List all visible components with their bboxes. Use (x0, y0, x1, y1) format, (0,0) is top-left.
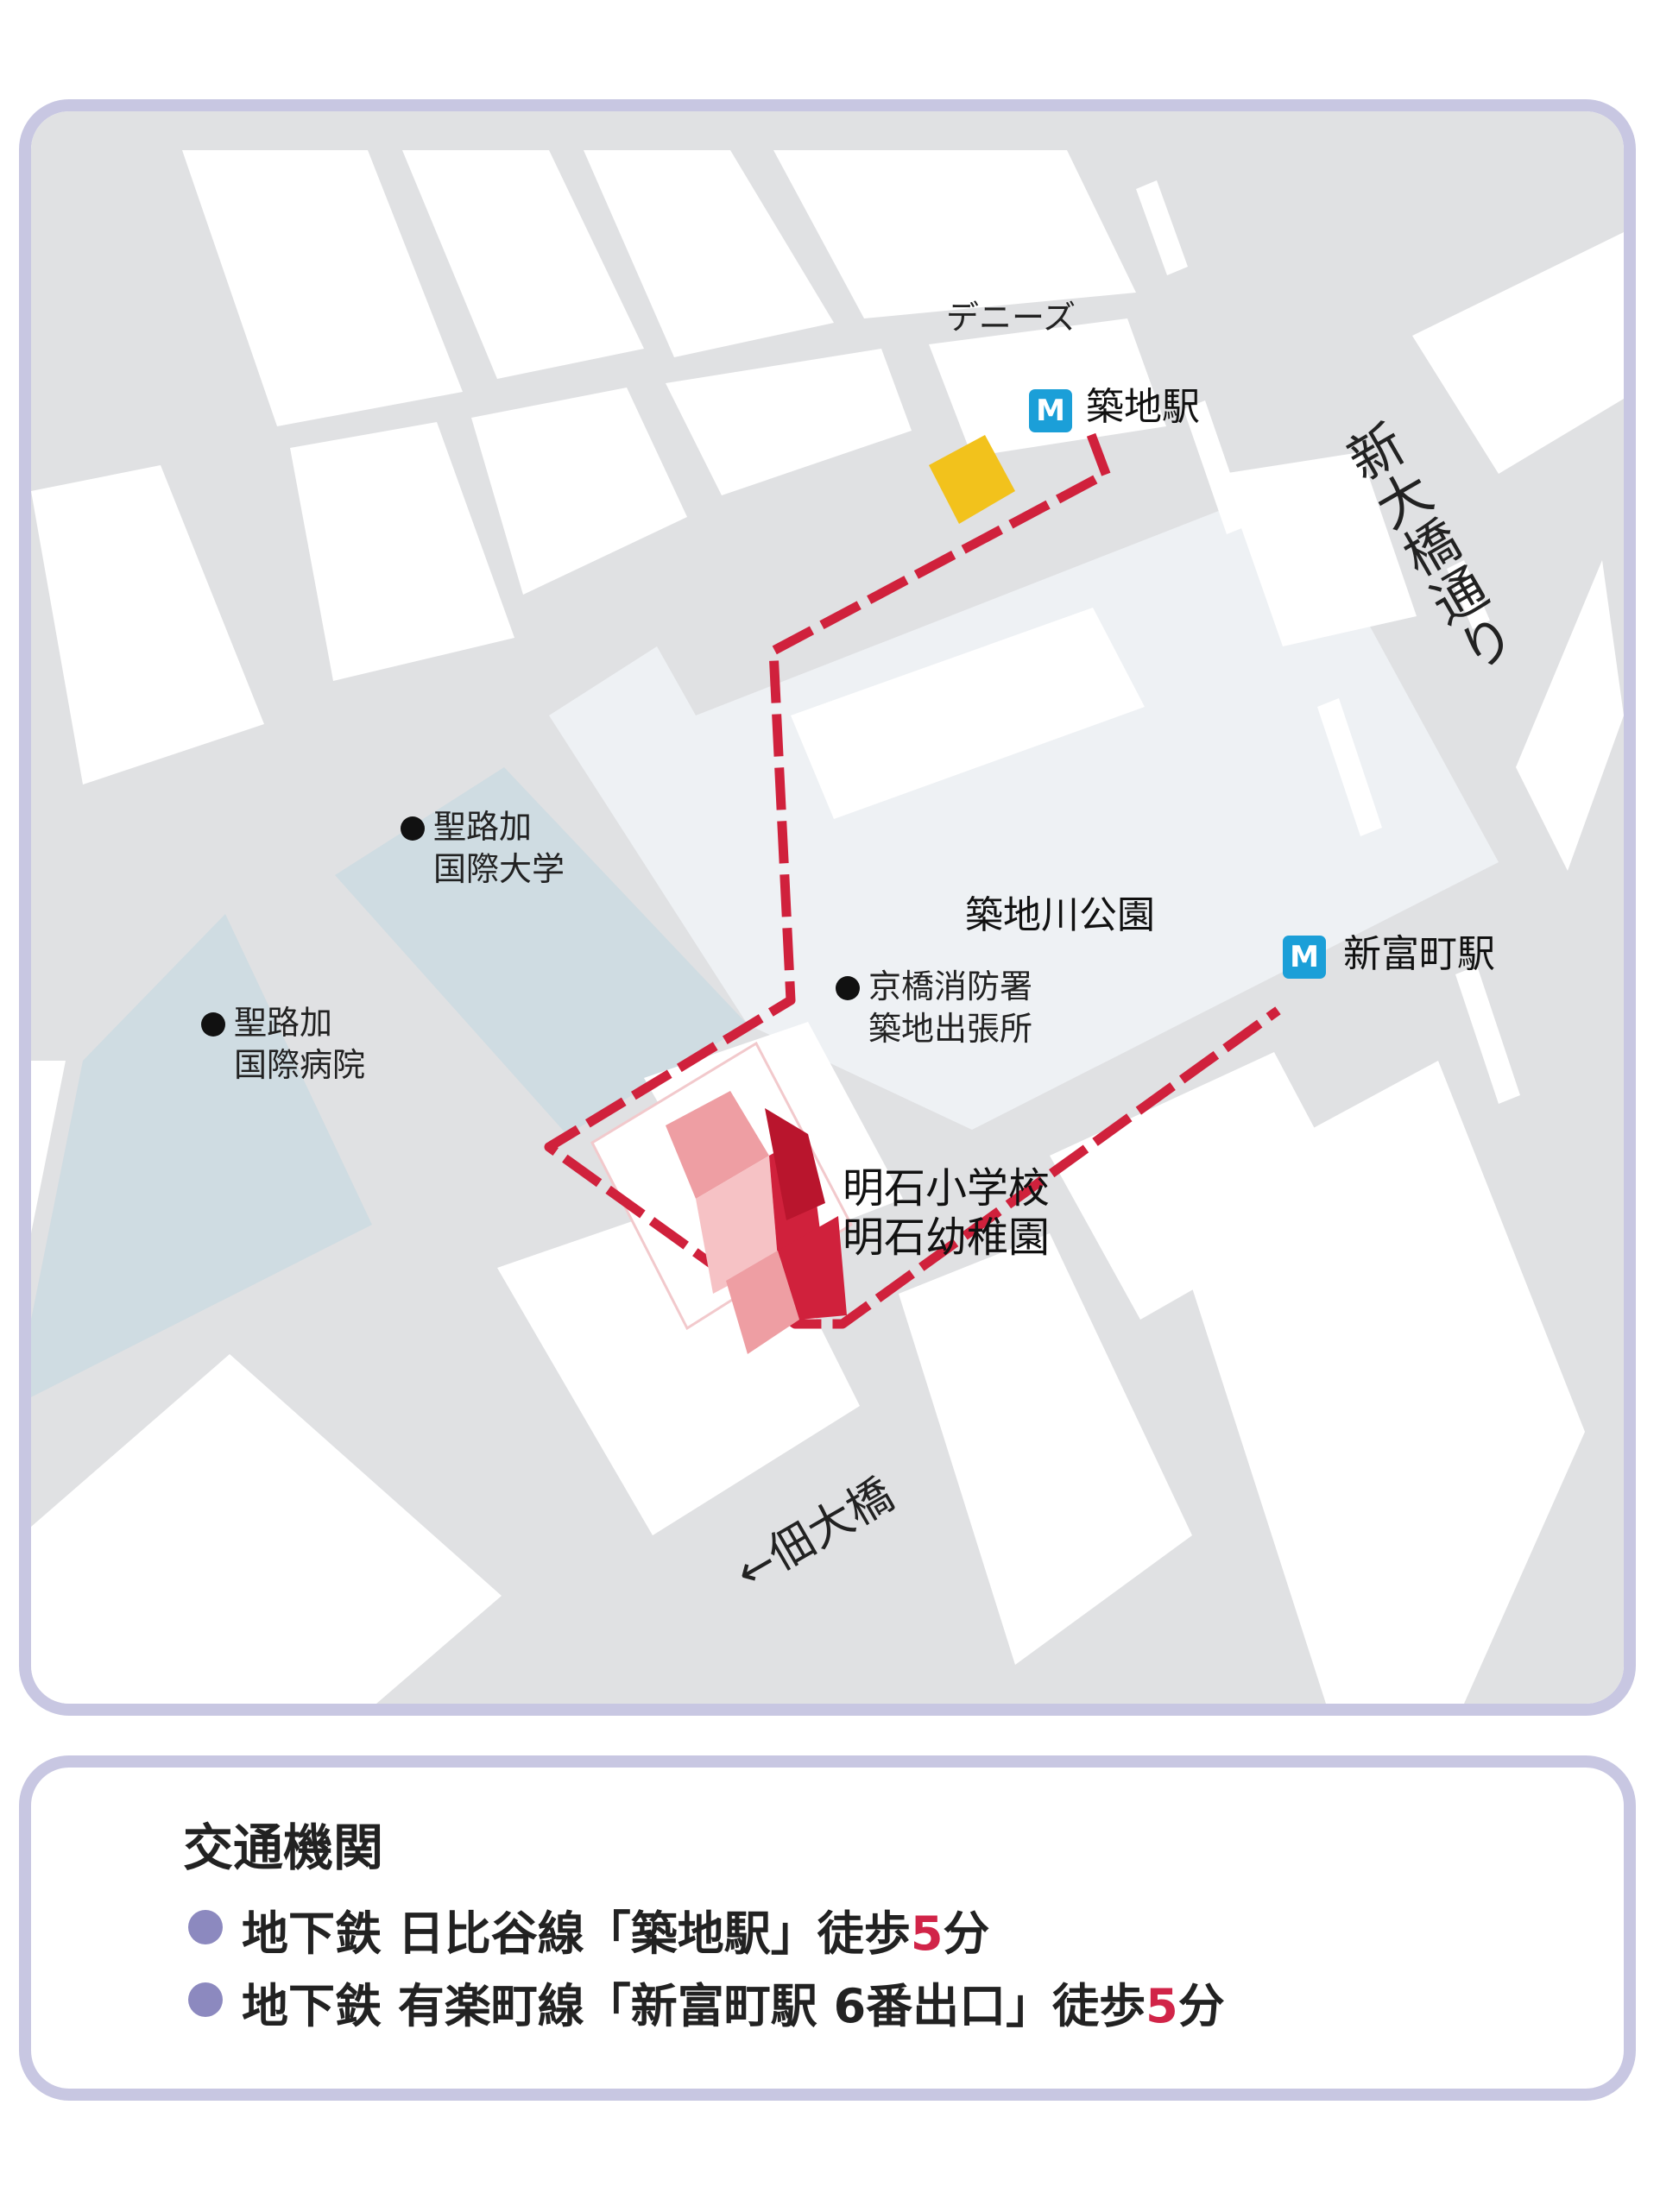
tokyo-metro-icon: M (1029, 389, 1072, 432)
seiroka-hospital-label: 聖路加 国際病院 (201, 1002, 365, 1086)
tsukiji-station-label: 築地駅 (1086, 385, 1200, 429)
line-bullet-icon (188, 1910, 223, 1944)
walking-route (544, 432, 1281, 1329)
access-panel (19, 1755, 1636, 2101)
campus-block-hospital (31, 914, 372, 1397)
tokyo-metro-icon: M (1283, 936, 1326, 979)
school-label: 明石小学校 明石幼稚園 (843, 1164, 1051, 1262)
dennys-icon (929, 435, 1015, 524)
seiroka-university-label: 聖路加 国際大学 (401, 806, 565, 890)
facility-dot-icon (201, 1012, 225, 1037)
facility-dot-icon (836, 976, 860, 1000)
line-bullet-icon (188, 1982, 223, 2017)
campus-block-university (335, 767, 748, 1135)
access-line-hibiya: 地下鉄 日比谷線「築地駅」徒歩5分 (242, 1906, 990, 1961)
school-building-icon (666, 1091, 847, 1354)
facility-dot-icon (401, 816, 425, 841)
dennys-label: デニーズ (946, 299, 1076, 337)
access-title: 交通機関 (183, 1818, 384, 1877)
map-panel: デニーズ M 築地駅 新大橋通り 聖路加 国際大学 聖路加 国際病院 築地川公園… (19, 99, 1636, 1716)
shintomicho-station-label: 新富町駅 (1343, 932, 1495, 976)
city-blocks (31, 150, 1624, 1704)
area-map (31, 111, 1624, 1704)
fire-station-label: 京橋消防署 築地出張所 (836, 966, 1032, 1049)
tsukijigawa-park-label: 築地川公園 (965, 893, 1155, 937)
access-line-yurakucho: 地下鉄 有楽町線「新富町駅 6番出口」徒歩5分 (242, 1979, 1225, 2033)
lane-markings (1136, 180, 1520, 1104)
